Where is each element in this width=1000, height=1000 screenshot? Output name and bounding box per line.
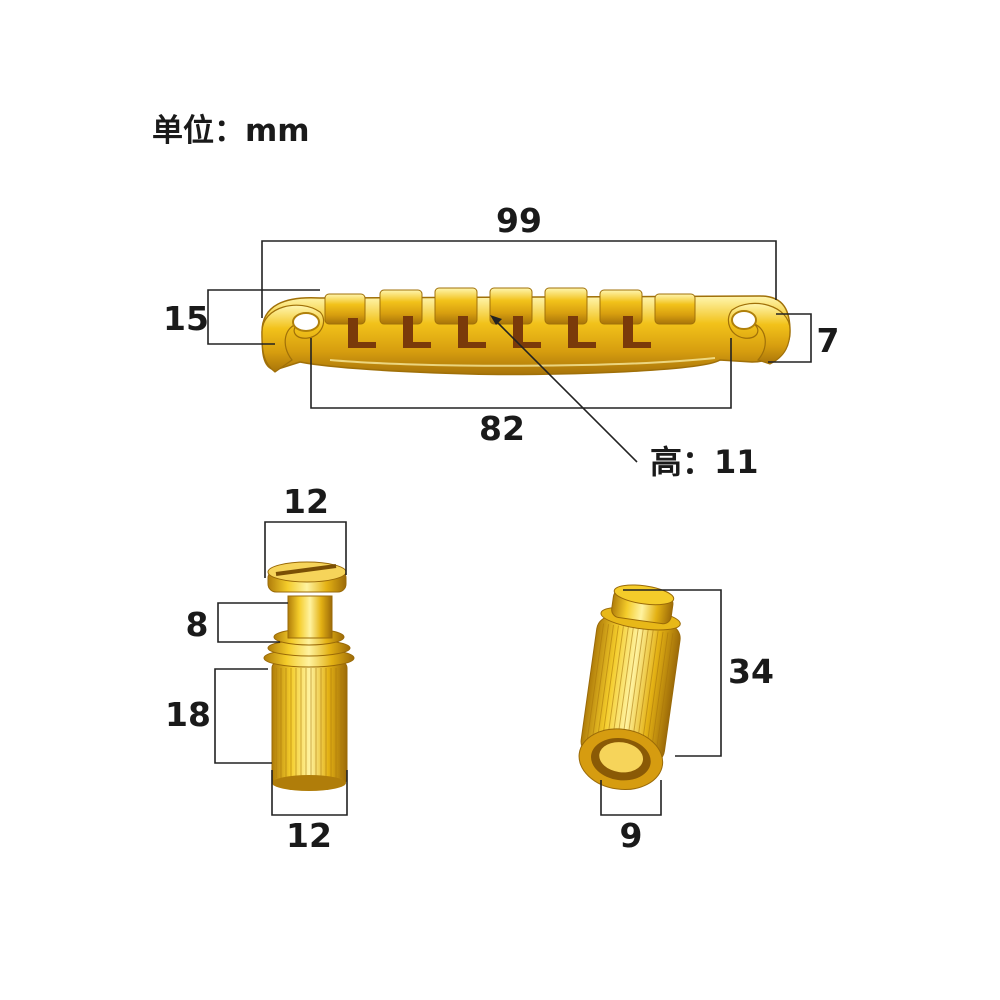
stud-illustration [263, 561, 355, 791]
dim-end-height: 7 [817, 321, 840, 360]
anchor-dimensions [600, 589, 722, 816]
dim-stud-body: 18 [165, 695, 211, 734]
dim-length-inner: 82 [479, 409, 525, 448]
dim-length-total: 99 [496, 201, 542, 240]
dim-stud-head: 12 [283, 482, 329, 521]
string-slots [348, 316, 651, 348]
tailpiece-dimensions [207, 240, 812, 463]
unit-label: 单位：mm [152, 113, 310, 149]
dim-anchor-diameter: 9 [620, 816, 643, 855]
dim-end-depth: 15 [163, 299, 209, 338]
dim-stud-neck: 8 [186, 605, 209, 644]
tailpiece-illustration [261, 287, 791, 376]
dim-anchor-length: 34 [728, 652, 774, 691]
dim-stud-width: 12 [286, 816, 332, 855]
dim-height-note: 高：11 [650, 443, 759, 481]
stud-dimensions [214, 521, 348, 816]
anchor-illustration [578, 584, 681, 790]
saddle-blocks [324, 287, 696, 325]
